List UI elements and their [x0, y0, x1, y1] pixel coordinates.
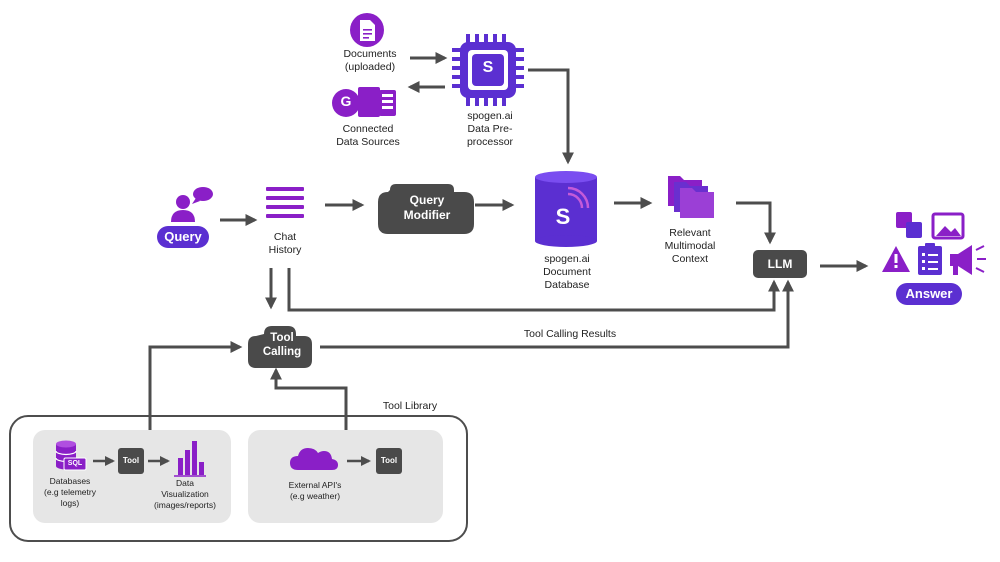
list-icon	[266, 187, 304, 218]
sql-database-icon	[55, 440, 87, 471]
warning-icon	[882, 246, 910, 272]
databases-label: Databases (e.g telemetry logs)	[44, 476, 96, 508]
preprocessor-label: spogen.ai Data Pre- processor	[466, 110, 514, 148]
query-modifier-label: Query Modifier	[403, 193, 451, 222]
external-apis-label: External API's (e.g weather)	[288, 480, 342, 501]
llm-label: LLM	[767, 257, 793, 271]
user-chat-icon	[171, 187, 213, 222]
arrow-chat-to-llm	[287, 268, 780, 312]
answer-pill: Answer	[896, 283, 962, 305]
tool-library-label: Tool Library	[382, 400, 438, 412]
llm-box	[753, 250, 807, 278]
database-logo-letter: S	[555, 204, 571, 229]
documents-label: Documents (uploaded)	[343, 48, 397, 73]
external-apis-panel	[248, 430, 443, 523]
relevant-context-label: Relevant Multimodal Context	[664, 227, 716, 265]
tool-calling-label: Tool Calling	[262, 332, 302, 358]
chip-icon	[452, 34, 524, 106]
arrow-tool-to-llm	[320, 279, 794, 349]
arrow-context-to-llm	[736, 201, 776, 245]
megaphone-icon	[950, 245, 986, 275]
document-database-label: spogen.ai Document Database	[543, 253, 591, 291]
checklist-icon	[918, 243, 942, 275]
cloud-icon	[290, 448, 338, 470]
document-icon	[350, 13, 384, 47]
translate-icon	[896, 212, 922, 238]
query-modifier-shape	[378, 184, 474, 234]
data-visualization-label: Data Visualization (images/reports)	[154, 478, 216, 510]
chat-history-label: Chat History	[268, 231, 302, 256]
tool-box-2: Tool	[376, 448, 402, 474]
tool-box-1: Tool	[118, 448, 144, 474]
databases-panel	[33, 430, 231, 523]
arrow-databases-to-tool	[148, 341, 243, 430]
sql-badge: SQL	[67, 460, 83, 467]
query-pill: Query	[157, 226, 209, 248]
database-icon	[535, 171, 597, 247]
connected-sources-label: Connected Data Sources	[336, 123, 400, 148]
tool-calling-results-label: Tool Calling Results	[523, 328, 617, 340]
folder-icon	[668, 176, 714, 218]
arrow-apis-to-tool	[270, 367, 348, 430]
bar-chart-icon	[174, 441, 206, 477]
arrow-preprocessor-to-database	[528, 68, 574, 165]
connected-sources-icons	[332, 87, 396, 117]
g-logo-letter: G	[340, 93, 352, 109]
image-icon	[931, 212, 965, 240]
tool-calling-shape	[248, 326, 312, 368]
chip-logo-letter: S	[482, 59, 494, 76]
